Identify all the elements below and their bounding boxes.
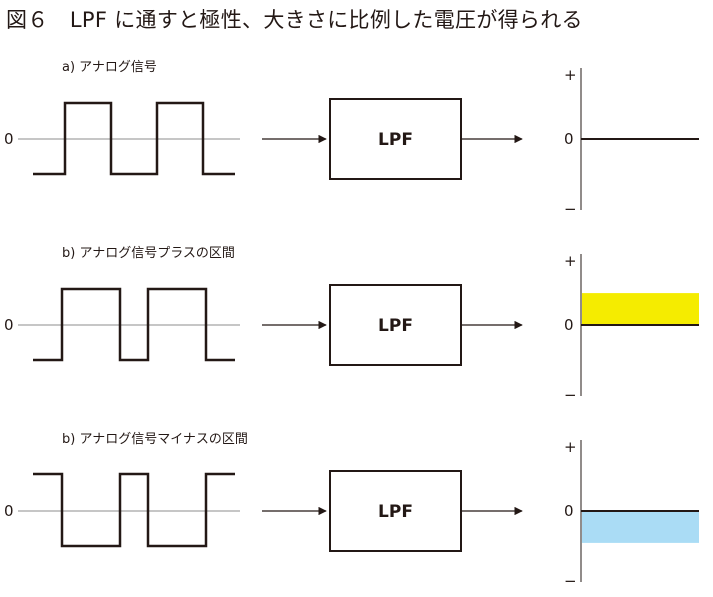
section-a-label: a) アナログ信号 bbox=[62, 60, 157, 75]
lpf-label: LPF bbox=[378, 316, 413, 336]
output-zero-label: 0 bbox=[564, 502, 574, 520]
input-zero-label: 0 bbox=[4, 502, 14, 520]
section-b-plus: 0 LPF + 0 − bbox=[4, 252, 699, 404]
lpf-label: LPF bbox=[378, 502, 413, 522]
lpf-block bbox=[329, 470, 462, 552]
plus-label: + bbox=[564, 252, 577, 270]
input-zero-label: 0 bbox=[4, 316, 14, 334]
section-a: 0 LPF + 0 − bbox=[4, 66, 699, 218]
output-negative-fill bbox=[582, 511, 699, 543]
input-waveform bbox=[33, 472, 235, 548]
plus-label: + bbox=[564, 66, 577, 84]
lpf-label: LPF bbox=[378, 130, 413, 150]
output-zero-label: 0 bbox=[564, 130, 574, 148]
figure-title: 図６ LPF に通すと極性、大きさに比例した電圧が得られる bbox=[6, 8, 583, 32]
input-waveform bbox=[33, 287, 235, 362]
output-positive-fill bbox=[582, 293, 699, 325]
section-b-plus-label: b) アナログ信号プラスの区間 bbox=[62, 246, 235, 261]
output-zero-label: 0 bbox=[564, 316, 574, 334]
section-b-minus-label: b) アナログ信号マイナスの区間 bbox=[62, 432, 248, 447]
section-b-minus: 0 LPF + 0 − bbox=[4, 438, 699, 590]
input-zero-label: 0 bbox=[4, 130, 14, 148]
minus-label: − bbox=[564, 386, 577, 404]
minus-label: − bbox=[564, 572, 577, 590]
plus-label: + bbox=[564, 438, 577, 456]
lpf-block bbox=[329, 98, 462, 180]
input-waveform bbox=[33, 101, 235, 176]
minus-label: − bbox=[564, 200, 577, 218]
